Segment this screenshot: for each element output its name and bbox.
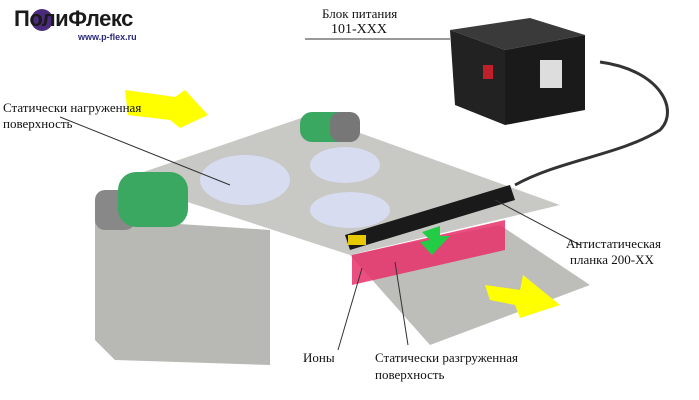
logo-url: www.p-flex.ru: [78, 32, 137, 42]
roller-end-right: [330, 112, 360, 142]
charge-blob: [200, 155, 290, 205]
power-switch: [483, 65, 493, 79]
antistatic-bar-model: планка 200-XX: [570, 252, 654, 267]
logo: ПолиФлекс: [14, 6, 133, 31]
pointer-discharged: [394, 261, 409, 346]
power-label-sticker: [540, 60, 562, 88]
bar-logo: [348, 235, 366, 245]
charge-blob: [310, 147, 380, 183]
web-surface: [120, 115, 560, 255]
output-direction-arrow: [485, 275, 560, 318]
roller-left: [118, 172, 188, 227]
ion-arrow: [420, 226, 450, 255]
ion-field: [352, 220, 505, 285]
cable: [514, 60, 669, 187]
ions-label: Ионы: [303, 350, 335, 365]
antistatic-bar: [345, 185, 515, 250]
charge-blob: [310, 192, 390, 228]
hanging-sheet: [95, 215, 270, 365]
logo-swirl: [31, 9, 53, 31]
pointer-charged: [59, 116, 231, 186]
power-box-top: [450, 18, 585, 50]
power-box-left: [450, 30, 505, 125]
charged-surface-label-2: поверхность: [3, 116, 73, 131]
power-unit-label: Блок питания: [322, 6, 398, 21]
power-unit-model: 101-XXX: [331, 22, 387, 37]
input-direction-arrow: [125, 90, 208, 128]
antistatic-bar-label: Антистатическая: [566, 236, 661, 251]
pointer-bar: [494, 199, 581, 246]
pointer-ions: [337, 267, 363, 351]
discharged-surface-label-2: поверхность: [375, 367, 445, 382]
discharged-surface-label: Статически разгруженная: [375, 350, 518, 365]
charged-surface-label: Статически нагруженная: [3, 100, 142, 115]
